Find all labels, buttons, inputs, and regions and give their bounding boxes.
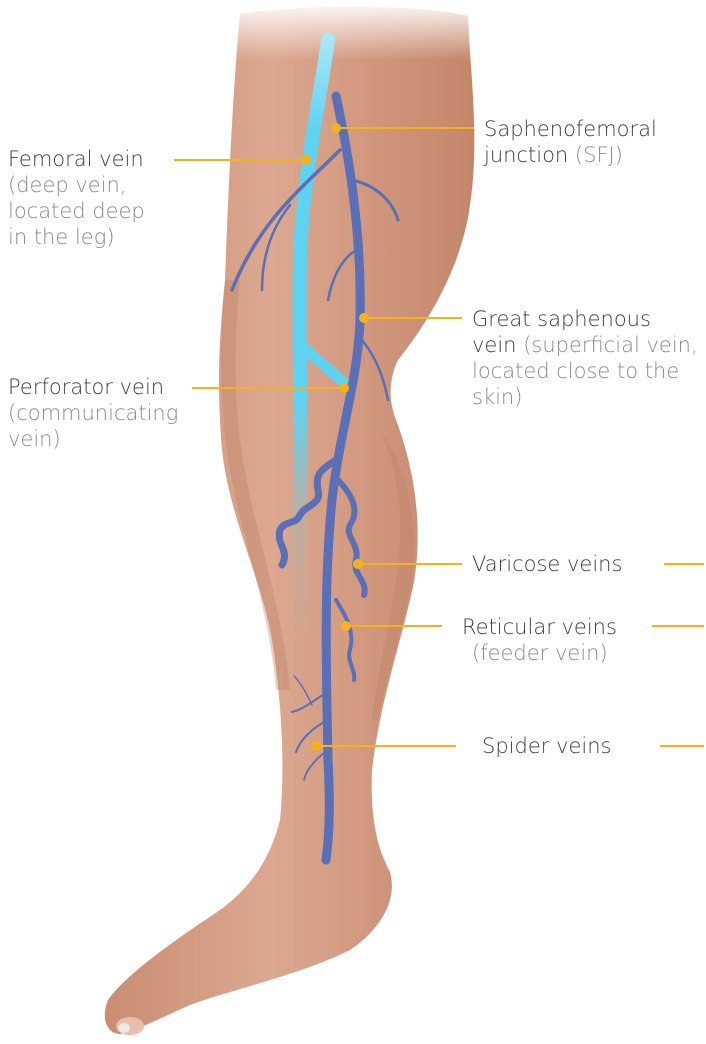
top-fade	[220, 0, 490, 60]
spider-veins-title: Spider veins	[482, 733, 612, 759]
gsv-title-2: vein	[472, 333, 517, 357]
gsv-title-1: Great saphenous	[472, 306, 698, 332]
perforator-vein-title: Perforator vein	[8, 374, 178, 400]
varicose-veins-label: Varicose veins	[472, 551, 622, 577]
spider-veins-label: Spider veins	[482, 733, 612, 759]
sfj-label: Saphenofemoral junction (SFJ)	[484, 116, 657, 168]
femoral-vein-desc-2: located deep	[8, 198, 145, 224]
reticular-veins-desc: (feeder vein)	[462, 640, 617, 666]
perforator-vein-desc-2: vein)	[8, 426, 178, 452]
gsv-label: Great saphenous vein (superficial vein, …	[472, 306, 698, 410]
reticular-veins-label: Reticular veins (feeder vein)	[462, 614, 617, 666]
reticular-veins-title: Reticular veins	[462, 614, 617, 640]
femoral-vein-title: Femoral vein	[8, 146, 145, 172]
gsv-desc-1: (superficial vein,	[523, 333, 697, 357]
toe-nail	[118, 1023, 130, 1033]
perforator-vein-label: Perforator vein (communicating vein)	[8, 374, 178, 452]
gsv-desc-3: skin)	[472, 384, 698, 410]
gsv-desc-2: located close to the	[472, 358, 698, 384]
femoral-vein-desc-3: in the leg)	[8, 224, 145, 250]
sfj-title-1: Saphenofemoral	[484, 116, 657, 142]
sfj-abbr: (SFJ)	[575, 143, 623, 167]
femoral-vein-label: Femoral vein (deep vein, located deep in…	[8, 146, 145, 250]
varicose-veins-title: Varicose veins	[472, 551, 622, 577]
sfj-title-2: junction	[484, 143, 568, 167]
femoral-vein-desc-1: (deep vein,	[8, 172, 145, 198]
perforator-vein-desc-1: (communicating	[8, 400, 178, 426]
